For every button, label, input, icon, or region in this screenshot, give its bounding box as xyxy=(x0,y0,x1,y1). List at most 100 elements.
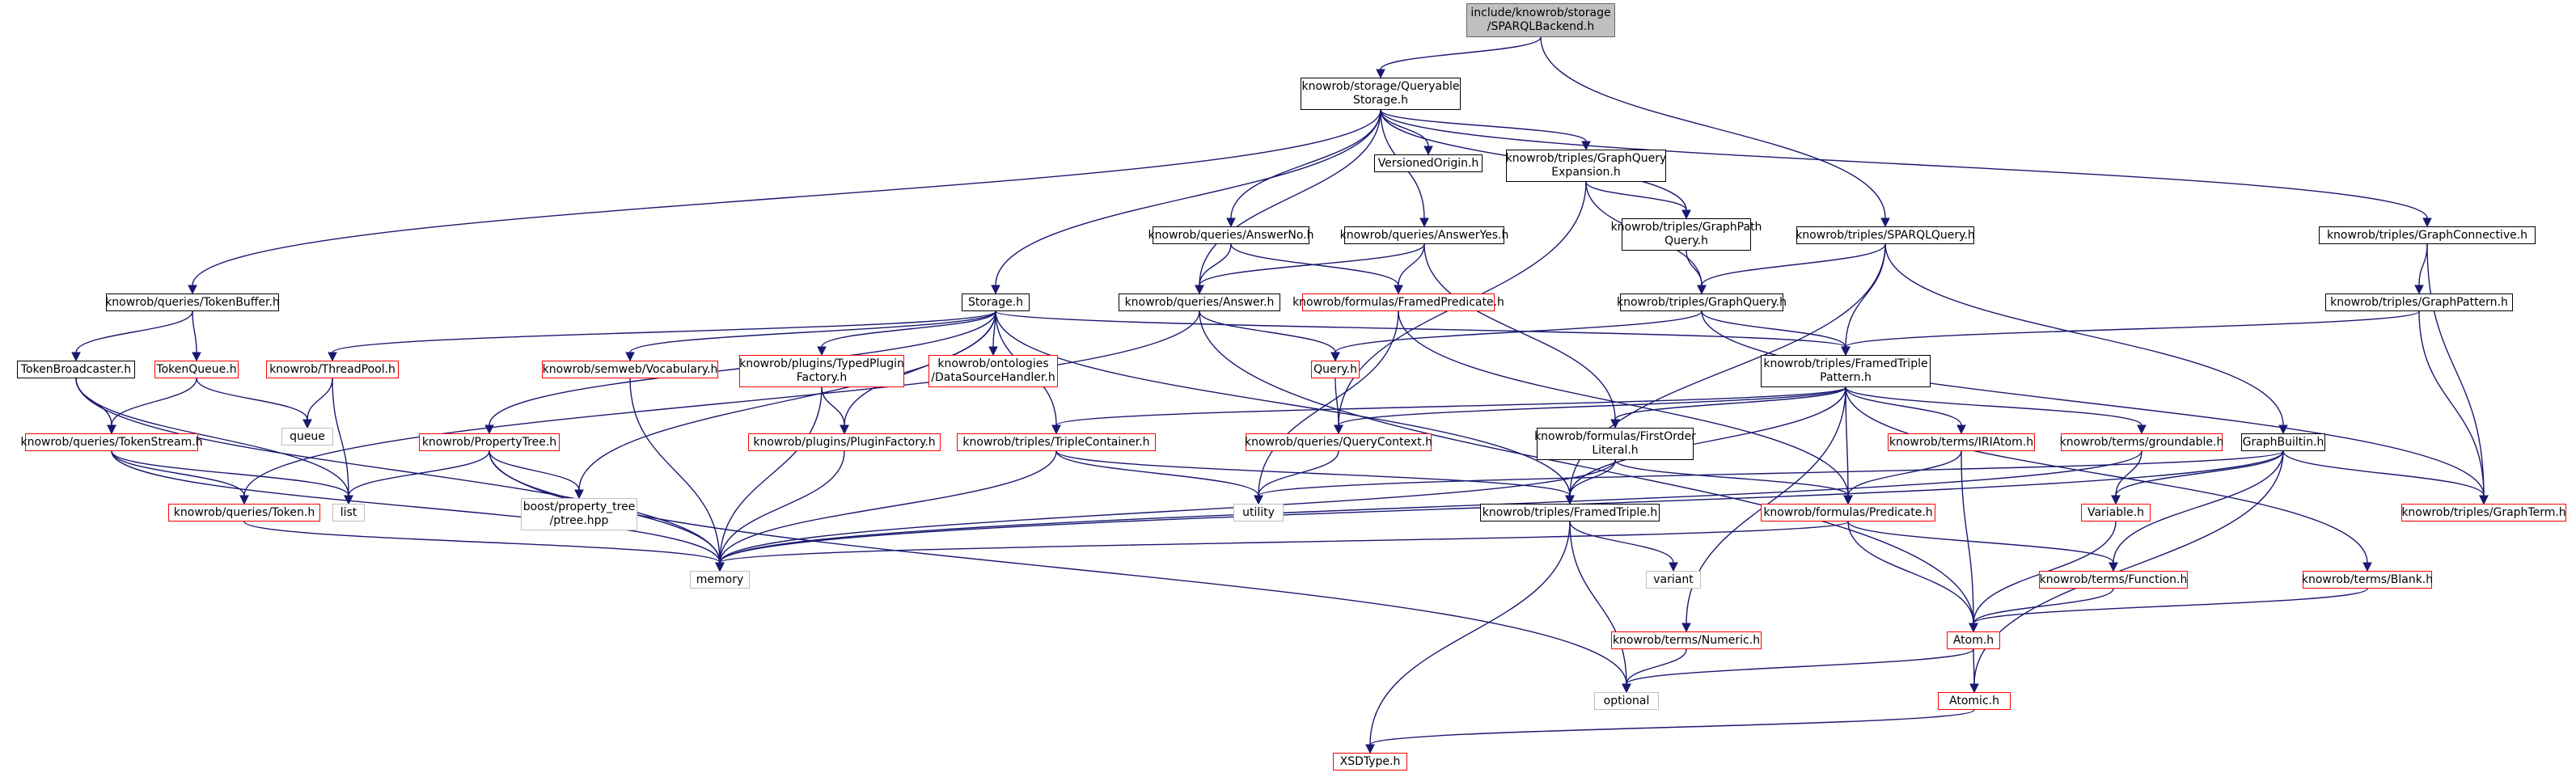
edge-storage-to-threadpool xyxy=(328,310,996,362)
node-tokstream[interactable]: knowrob/queries/TokenStream.h xyxy=(20,433,203,451)
edge-ansyes-to-answer xyxy=(1195,243,1425,295)
edge-arrowhead xyxy=(988,346,998,357)
node-label: TokenQueue.h xyxy=(156,362,237,376)
node-queryh[interactable]: Query.h xyxy=(1311,361,1360,378)
edge-framedpred-to-utility xyxy=(1254,310,1399,505)
node-framedpred[interactable]: knowrob/formulas/FramedPredicate.h xyxy=(1292,293,1504,311)
node-framedtriple[interactable]: knowrob/triples/FramedTriple.h xyxy=(1480,504,1660,522)
edge-ansyes-to-framedpred xyxy=(1394,243,1425,295)
node-answer[interactable]: knowrob/queries/Answer.h xyxy=(1119,293,1280,311)
node-label: knowrob/triples/GraphQuery.h xyxy=(1617,295,1787,309)
node-gpathq[interactable]: knowrob/triples/GraphPath Query.h xyxy=(1611,218,1762,251)
node-iriatom[interactable]: knowrob/terms/IRIAtom.h xyxy=(1888,433,2035,451)
edge-arrowhead xyxy=(107,424,116,435)
node-variant[interactable]: variant xyxy=(1646,571,1701,589)
node-gpattern[interactable]: knowrob/triples/GraphPattern.h xyxy=(2325,293,2513,311)
node-typedplug[interactable]: knowrob/plugins/TypedPlugin Factory.h xyxy=(739,355,904,387)
edge-line xyxy=(719,450,1057,564)
node-gquery[interactable]: knowrob/triples/GraphQuery.h xyxy=(1617,293,1787,311)
node-label: knowrob/triples/GraphTerm.h xyxy=(2401,505,2566,519)
node-atom[interactable]: Atom.h xyxy=(1947,631,2000,649)
node-qctx[interactable]: knowrob/queries/QueryContext.h xyxy=(1245,433,1432,451)
node-ansno[interactable]: knowrob/queries/AnswerNo.h xyxy=(1148,226,1313,244)
edge-arrowhead xyxy=(2362,562,2372,572)
node-ptreehpp[interactable]: boost/property_tree /ptree.hpp xyxy=(521,498,637,530)
edge-line xyxy=(2426,243,2485,496)
edge-ftp-to-predicate xyxy=(1843,386,1853,505)
edge-tokqueue-to-tokstream xyxy=(107,378,197,435)
node-folit[interactable]: knowrob/formulas/FirstOrder Literal.h xyxy=(1534,428,1696,460)
node-atomic[interactable]: Atomic.h xyxy=(1938,692,2011,710)
node-ftp[interactable]: knowrob/triples/FramedTriple Pattern.h xyxy=(1761,355,1931,387)
edge-folit-to-predicate xyxy=(1614,459,1853,505)
edge-arrowhead xyxy=(625,352,635,362)
edge-arrowhead xyxy=(1394,285,1403,295)
edge-arrowhead xyxy=(840,424,849,435)
edge-line xyxy=(1701,310,2485,496)
edge-ftp-to-iriatom xyxy=(1845,386,1966,435)
node-label: knowrob/ontologies /DataSourceHandler.h xyxy=(931,357,1055,384)
node-sparqlq[interactable]: knowrob/triples/SPARQLQuery.h xyxy=(1796,226,1975,244)
node-plugfac[interactable]: knowrob/plugins/PluginFactory.h xyxy=(748,433,941,451)
node-storage[interactable]: Storage.h xyxy=(962,293,1030,311)
edge-gbuiltin-to-variable xyxy=(2111,450,2284,505)
node-memory[interactable]: memory xyxy=(690,571,750,589)
node-queue[interactable]: queue xyxy=(281,428,333,446)
node-function[interactable]: knowrob/terms/Function.h xyxy=(2039,571,2188,589)
node-label: knowrob/formulas/Predicate.h xyxy=(1763,505,1933,519)
node-xsdtype[interactable]: XSDType.h xyxy=(1333,753,1407,771)
edge-line xyxy=(111,450,349,496)
node-utility[interactable]: utility xyxy=(1233,504,1284,522)
edge-arrowhead xyxy=(2111,495,2121,505)
node-label: knowrob/formulas/FirstOrder Literal.h xyxy=(1534,430,1696,457)
edge-atom-to-optional xyxy=(1622,648,1974,694)
node-triplecont[interactable]: knowrob/triples/TripleContainer.h xyxy=(957,433,1156,451)
node-ansyes[interactable]: knowrob/queries/AnswerYes.h xyxy=(1340,226,1508,244)
node-variable[interactable]: Variable.h xyxy=(2081,504,2151,522)
edge-arrowhead xyxy=(1376,69,1385,79)
edge-arrowhead xyxy=(2137,424,2147,435)
edge-line xyxy=(1845,310,2420,348)
edge-arrowhead xyxy=(239,495,249,505)
node-gconn[interactable]: knowrob/triples/GraphConnective.h xyxy=(2319,226,2536,244)
node-label: knowrob/terms/Blank.h xyxy=(2301,572,2434,586)
node-versioned[interactable]: VersionedOrigin.h xyxy=(1374,154,1483,172)
node-dsh[interactable]: knowrob/ontologies /DataSourceHandler.h xyxy=(928,355,1058,387)
node-gbuiltin[interactable]: GraphBuiltin.h xyxy=(2241,433,2325,451)
node-groundable[interactable]: knowrob/terms/groundable.h xyxy=(2060,433,2223,451)
edge-line xyxy=(332,378,349,496)
node-token[interactable]: knowrob/queries/Token.h xyxy=(168,504,320,522)
node-proptree[interactable]: knowrob/PropertyTree.h xyxy=(419,433,560,451)
edge-qstorage-to-gconn xyxy=(1380,109,2432,228)
edge-line xyxy=(1335,378,1339,426)
node-list[interactable]: list xyxy=(332,504,365,522)
edge-line xyxy=(1199,243,1232,286)
node-vocab[interactable]: knowrob/semweb/Vocabulary.h xyxy=(542,361,718,378)
edge-gconn-to-gterm xyxy=(2426,243,2489,505)
edge-arrowhead xyxy=(1423,146,1433,156)
node-optional[interactable]: optional xyxy=(1594,692,1659,710)
edge-line xyxy=(1380,109,1429,147)
edge-line xyxy=(192,109,1381,286)
edge-arrowhead xyxy=(1956,424,1966,435)
edge-line xyxy=(1845,386,1849,496)
edge-line xyxy=(1884,243,2284,426)
node-label: Variable.h xyxy=(2087,505,2144,519)
edge-line xyxy=(332,310,996,353)
edge-line xyxy=(821,310,996,348)
node-threadpool[interactable]: knowrob/ThreadPool.h xyxy=(266,361,399,378)
node-blank[interactable]: knowrob/terms/Blank.h xyxy=(2301,571,2434,589)
edge-line xyxy=(719,521,1849,564)
node-tokbuf[interactable]: knowrob/queries/TokenBuffer.h xyxy=(105,293,280,311)
node-qstorage[interactable]: knowrob/storage/Queryable Storage.h xyxy=(1301,78,1461,110)
edge-arrowhead xyxy=(2422,217,2432,228)
node-gterm[interactable]: knowrob/triples/GraphTerm.h xyxy=(2401,504,2566,522)
node-predicate[interactable]: knowrob/formulas/Predicate.h xyxy=(1761,504,1935,522)
edge-folit-to-framedtriple xyxy=(1565,459,1616,505)
edge-sparqlq-to-ftp xyxy=(1841,243,1886,357)
node-numeric[interactable]: knowrob/terms/Numeric.h xyxy=(1611,631,1762,649)
node-gqexp[interactable]: knowrob/triples/GraphQuery Expansion.h xyxy=(1506,150,1666,182)
node-tokbc[interactable]: TokenBroadcaster.h xyxy=(17,361,135,378)
node-tokqueue[interactable]: TokenQueue.h xyxy=(154,361,239,378)
node-label: knowrob/triples/GraphPattern.h xyxy=(2330,295,2508,309)
